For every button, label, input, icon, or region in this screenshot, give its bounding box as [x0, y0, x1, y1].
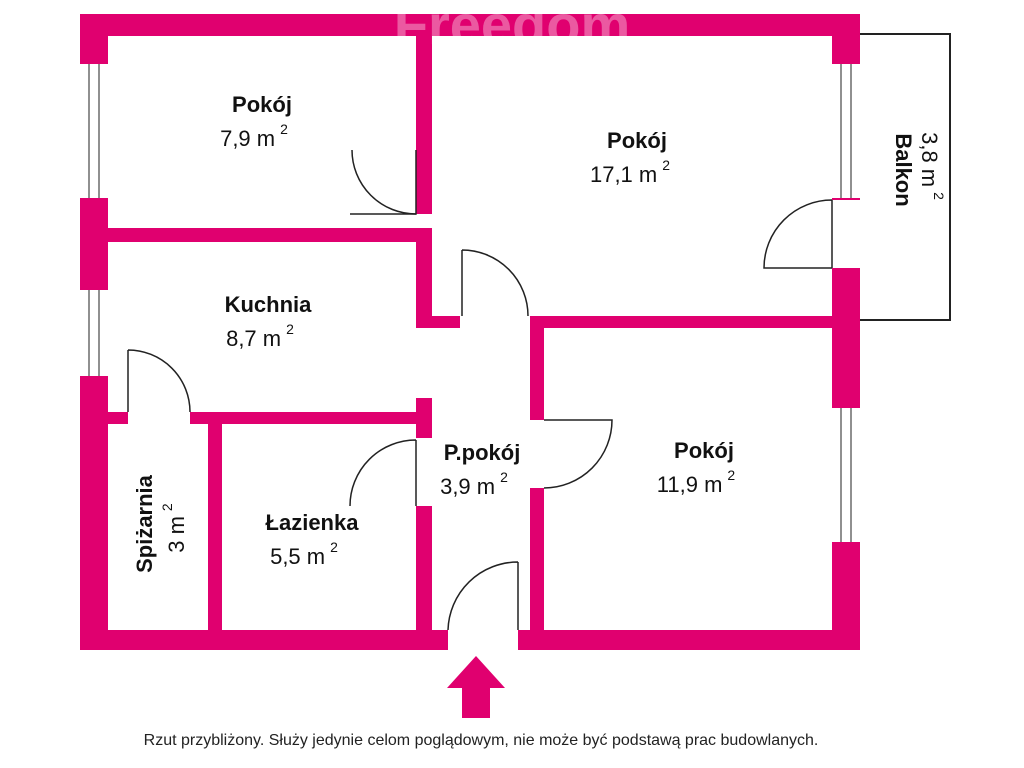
- room-area: 3 m2: [159, 503, 189, 553]
- room-area: 3,8 m2: [917, 132, 947, 200]
- room-name: P.pokój: [444, 440, 521, 465]
- room-name: Łazienka: [266, 510, 360, 535]
- interior-walls: [108, 36, 832, 630]
- room-name: Spiżarnia: [132, 474, 157, 573]
- room-spizarnia: Spiżarnia 3 m2: [132, 474, 189, 573]
- windows: [80, 64, 860, 542]
- entrance-arrow-icon: [447, 656, 505, 718]
- room-name: Pokój: [607, 128, 667, 153]
- outer-walls: [80, 14, 860, 650]
- room-name: Pokój: [232, 92, 292, 117]
- room-name: Pokój: [674, 438, 734, 463]
- room-balkon: Balkon 3,8 m2: [891, 132, 947, 207]
- doors: [127, 149, 833, 631]
- watermark-logo: Freedom: [394, 0, 631, 56]
- disclaimer-text: Rzut przybliżony. Służy jedynie celom po…: [143, 732, 819, 749]
- room-name: Balkon: [891, 133, 916, 206]
- room-name: Kuchnia: [225, 292, 313, 317]
